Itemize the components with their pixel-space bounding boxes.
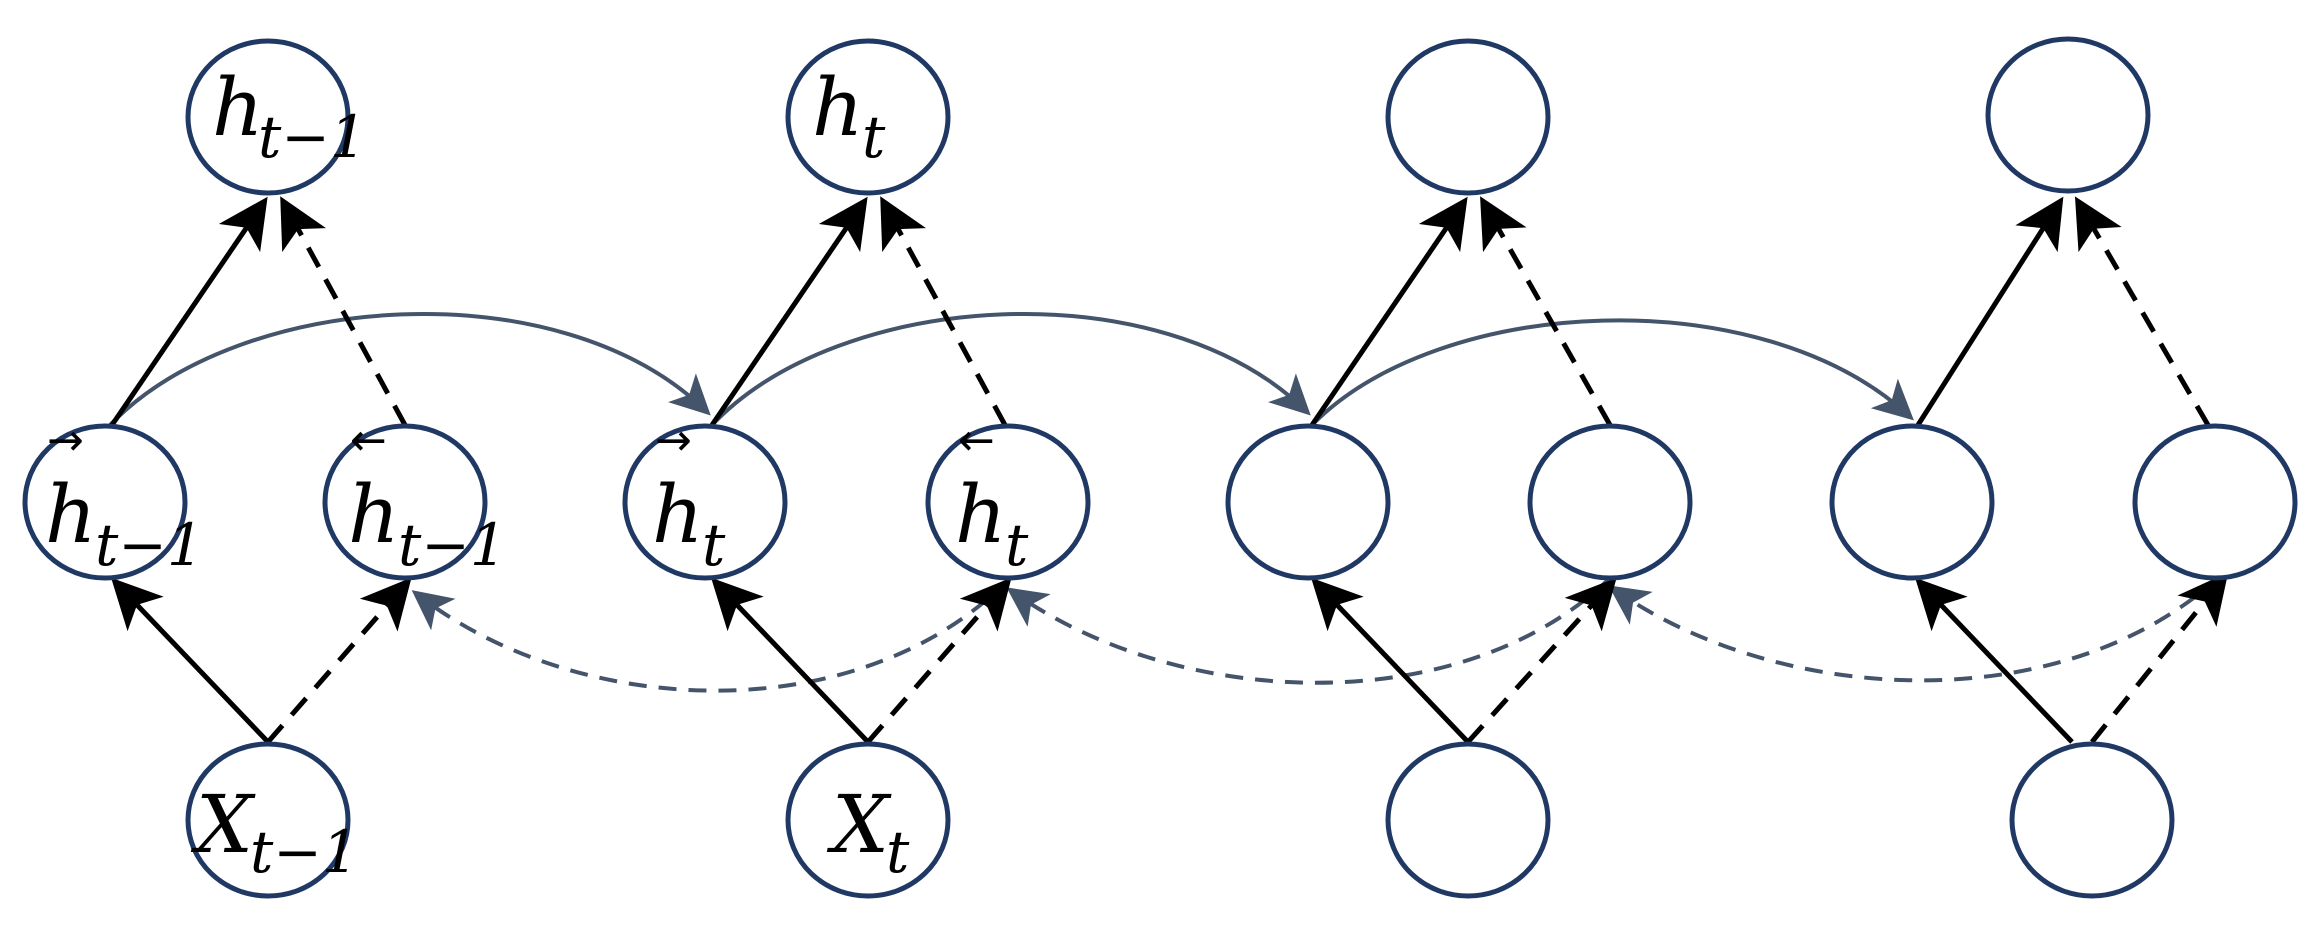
edge-input-curr-to-fwd xyxy=(711,577,870,744)
input-curr-sub: t xyxy=(886,818,910,886)
backward-arc-3 xyxy=(1608,576,2220,683)
hidden-layer: → h t−1 ← h t−1 → h t ← h t xyxy=(22,415,2298,581)
edge-fwd-4-to-output xyxy=(1915,196,2064,427)
output-node-curr: h t xyxy=(785,38,951,196)
bwd-curr-main: h xyxy=(955,468,1007,561)
input-prev-main: X xyxy=(190,778,256,871)
input-node-curr: X t xyxy=(785,741,951,899)
edge-bwd-prev-to-output xyxy=(280,196,408,427)
edge-fwd-prev-to-output xyxy=(109,196,268,427)
backward-arc-2 xyxy=(1006,578,1610,685)
edge-fwd-3-to-output xyxy=(1309,196,1468,427)
edge-input-prev-to-fwd xyxy=(111,577,270,744)
forward-arc-3 xyxy=(1310,318,1914,427)
edge-fwd-curr-to-output xyxy=(709,196,868,427)
backward-arrow-prev: ← xyxy=(350,415,387,466)
output-prev-sub: t−1 xyxy=(258,103,367,171)
input-curr-main: X xyxy=(826,778,892,871)
bwd-curr-sub: t xyxy=(1005,511,1029,579)
backward-hidden-node-4 xyxy=(2132,423,2298,581)
fwd-curr-sub: t xyxy=(702,511,726,579)
output-layer: h t−1 h t xyxy=(185,36,2151,196)
edge-bwd-3-to-output xyxy=(1480,196,1613,427)
input-node-prev: X t−1 xyxy=(185,741,359,899)
forward-hidden-node-3 xyxy=(1225,423,1391,581)
output-curr-main: h xyxy=(812,61,864,154)
backward-hidden-node-curr: ← h t xyxy=(925,415,1091,581)
input-to-hidden-edges xyxy=(111,572,2229,744)
edge-input-3-to-fwd xyxy=(1311,577,1470,744)
forward-arrow-curr: → xyxy=(655,415,692,466)
edge-input-4-to-fwd xyxy=(1915,577,2074,744)
fwd-curr-main: h xyxy=(652,468,704,561)
fwd-prev-main: h xyxy=(45,468,97,561)
forward-arc-2 xyxy=(710,312,1311,427)
hidden-to-output-edges xyxy=(109,196,2211,427)
backward-recurrent-arcs xyxy=(411,576,2220,693)
output-curr-sub: t xyxy=(862,103,886,171)
edge-input-3-to-bwd xyxy=(1466,577,1617,744)
backward-hidden-node-prev: ← h t−1 xyxy=(322,415,507,581)
input-layer: X t−1 X t xyxy=(185,741,2175,899)
edge-bwd-4-to-output xyxy=(2074,196,2211,427)
forward-arc-1 xyxy=(108,312,711,427)
edge-input-4-to-bwd xyxy=(2090,572,2229,744)
backward-hidden-node-3 xyxy=(1527,423,1693,581)
forward-recurrent-arcs xyxy=(108,312,1914,427)
bwd-prev-sub: t−1 xyxy=(398,511,507,579)
forward-hidden-node-4 xyxy=(1829,423,1995,581)
input-node-4 xyxy=(2009,741,2175,899)
forward-hidden-node-curr: → h t xyxy=(622,415,788,581)
output-node-4 xyxy=(1985,36,2151,194)
forward-arrow-prev: → xyxy=(47,415,84,466)
input-node-3 xyxy=(1385,741,1551,899)
edge-input-prev-to-bwd xyxy=(266,577,412,744)
bwd-prev-main: h xyxy=(348,468,400,561)
backward-arc-1 xyxy=(411,578,1010,693)
edge-input-curr-to-bwd xyxy=(866,577,1012,744)
input-prev-sub: t−1 xyxy=(250,818,359,886)
forward-hidden-node-prev: → h t−1 xyxy=(22,415,204,581)
output-node-prev: h t−1 xyxy=(185,38,367,196)
output-node-3 xyxy=(1385,38,1551,196)
backward-arrow-curr: ← xyxy=(958,415,995,466)
fwd-prev-sub: t−1 xyxy=(95,511,204,579)
edge-bwd-curr-to-output xyxy=(880,196,1008,427)
output-prev-main: h xyxy=(212,61,264,154)
